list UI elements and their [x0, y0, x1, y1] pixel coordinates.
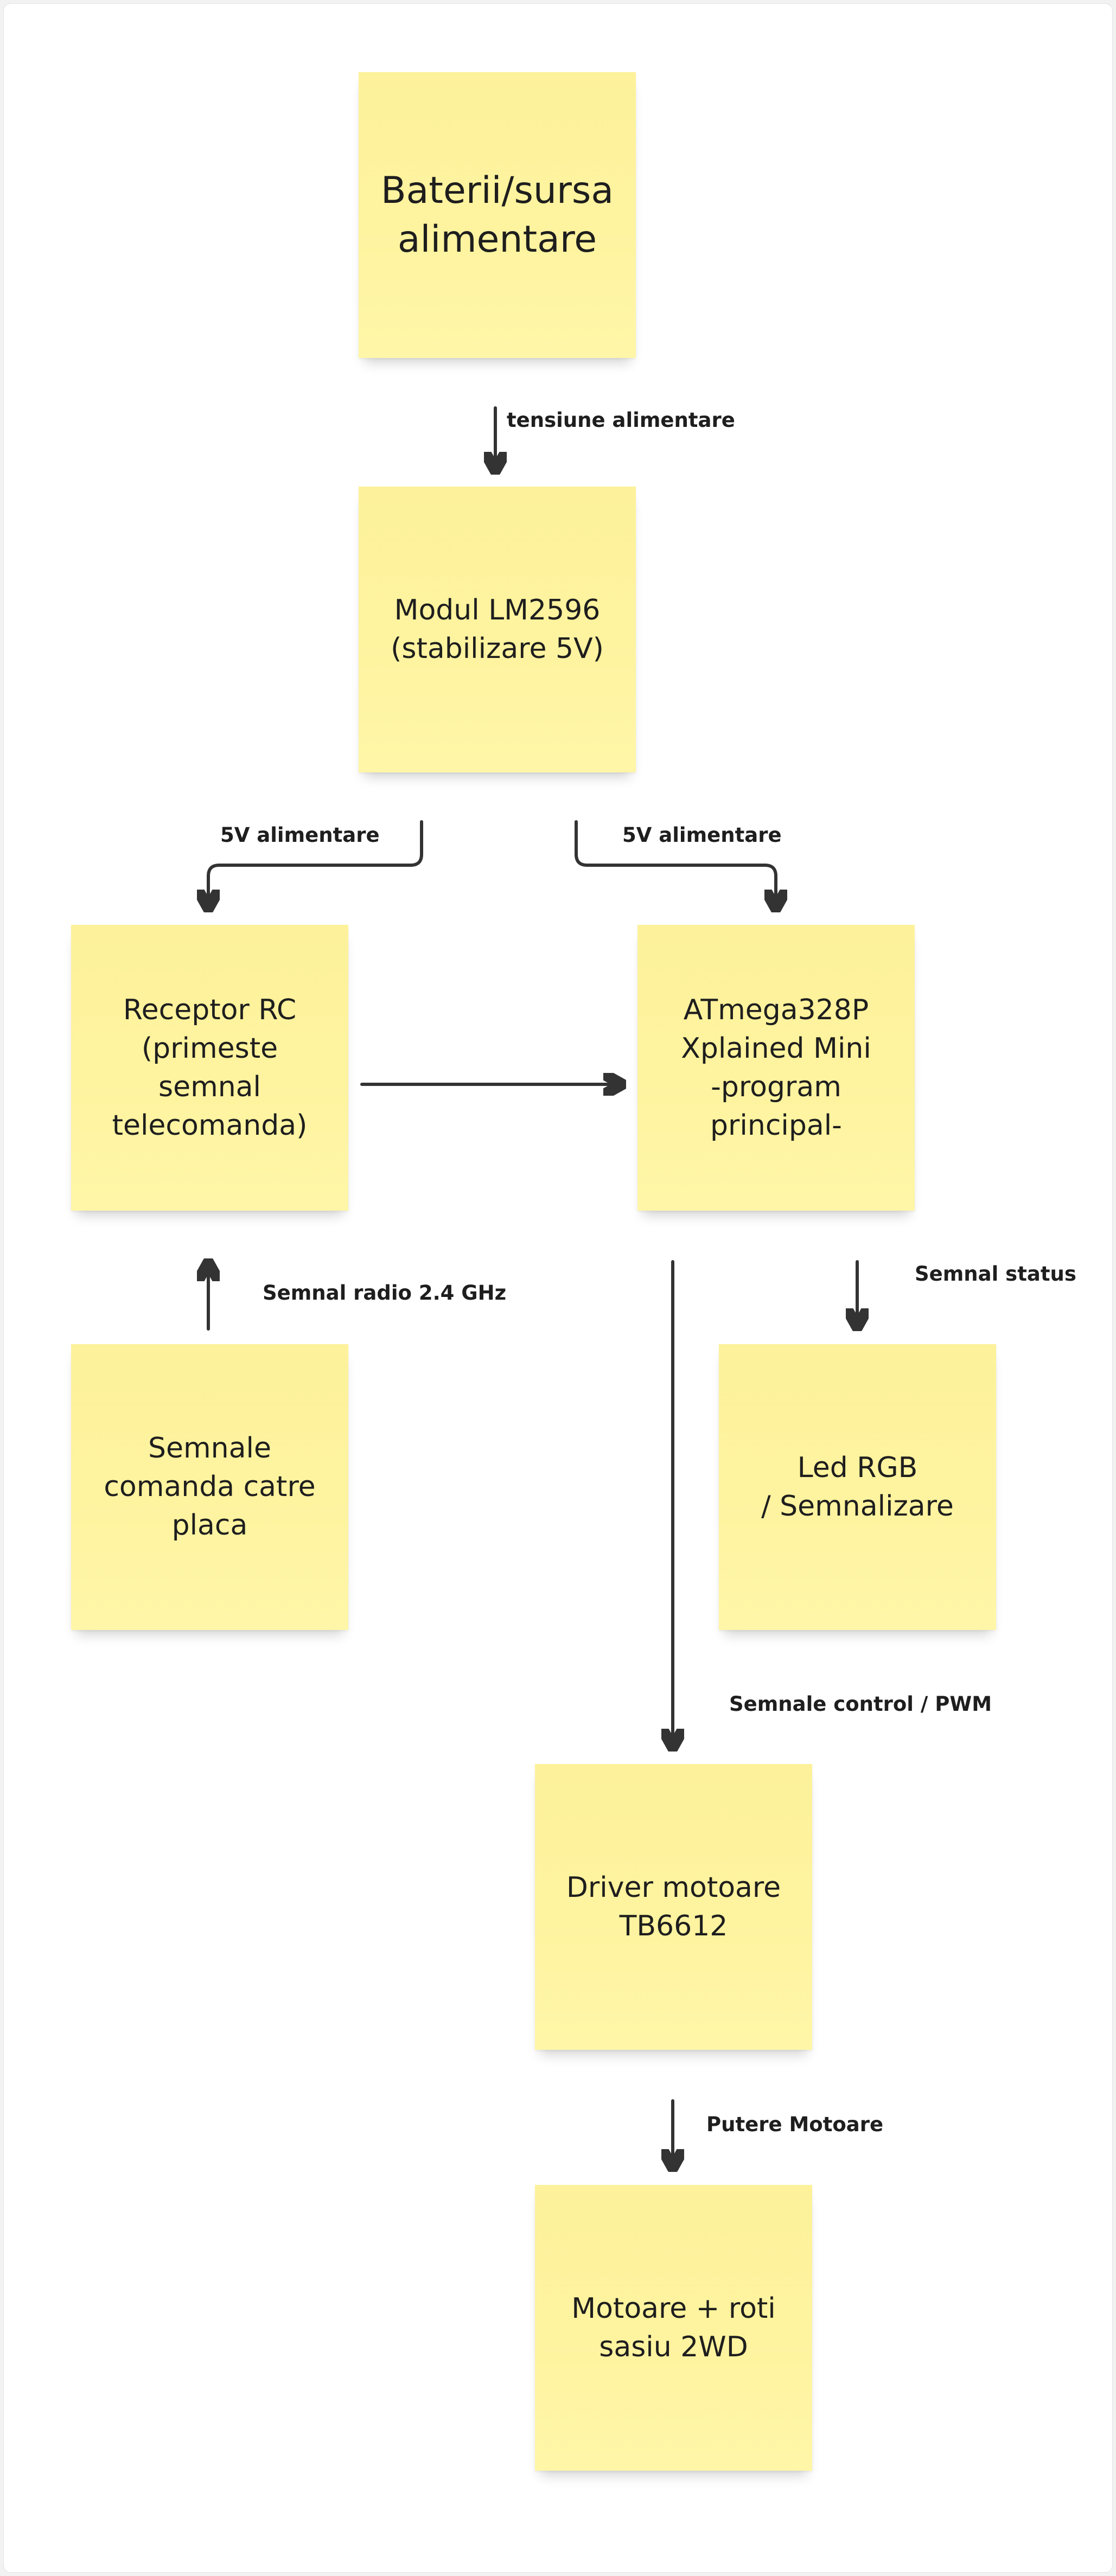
remote-signals-node[interactable]: Semnale comanda catre placa — [71, 1344, 348, 1630]
edge-label-supply-voltage: tensiune alimentare — [507, 408, 735, 432]
lm2596-node[interactable]: Modul LM2596 (stabilizare 5V) — [359, 487, 636, 772]
edge-label-motor-power: Putere Motoare — [706, 2113, 884, 2136]
receiver-node[interactable]: Receptor RC (primeste semnal telecomanda… — [71, 925, 348, 1211]
edge-label-radio: Semnal radio 2.4 GHz — [263, 1281, 507, 1305]
edge-label-5v-right: 5V alimentare — [622, 823, 782, 847]
edge-label-control-pwm: Semnale control / PWM — [729, 1692, 992, 1716]
edge-label-5v-left: 5V alimentare — [220, 823, 380, 847]
led-node[interactable]: Led RGB / Semnalizare — [719, 1344, 996, 1630]
motors-node[interactable]: Motoare + roti sasiu 2WD — [535, 2185, 812, 2471]
driver-node[interactable]: Driver motoare TB6612 — [535, 1764, 812, 2050]
arrow-5v-receiver[interactable] — [208, 820, 423, 909]
diagram-canvas — [3, 3, 1113, 2573]
battery-node[interactable]: Baterii/sursa alimentare — [359, 72, 636, 358]
atmega-node[interactable]: ATmega328P Xplained Mini -program princi… — [637, 925, 915, 1211]
edge-label-status: Semnal status — [915, 1262, 1076, 1286]
arrow-5v-atmega[interactable] — [575, 820, 776, 909]
